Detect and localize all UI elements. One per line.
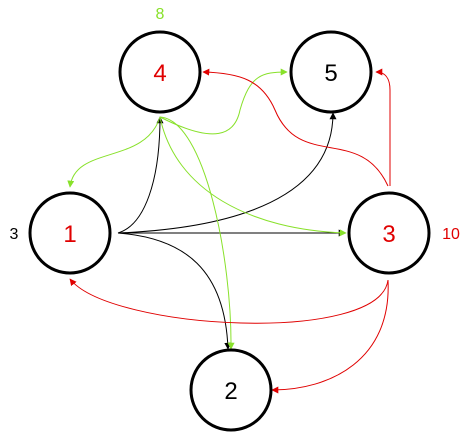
edge-1-to-2 [117, 232, 232, 350]
node-1: 1 [28, 191, 112, 275]
annotation-node-4: 8 [156, 6, 165, 23]
nodes: 4 5 1 3 2 [28, 30, 431, 432]
edge-1-to-4 [117, 116, 164, 234]
edges [67, 68, 391, 394]
node-3: 3 [347, 191, 431, 275]
edge-4-to-3 [159, 116, 347, 237]
edge-4-to-5 [159, 68, 288, 135]
node-5: 5 [289, 30, 373, 114]
edge-3-to-4 [202, 68, 389, 187]
node-label: 4 [153, 60, 166, 87]
edge-3-to-2 [271, 279, 389, 394]
edge-4-to-1 [67, 116, 161, 188]
annotation-node-3: 10 [442, 226, 460, 243]
node-label: 2 [224, 378, 237, 405]
edge-1-to-5 [117, 112, 337, 234]
node-label: 1 [63, 221, 76, 248]
annotations: 8 3 10 [10, 6, 460, 243]
node-2: 2 [189, 348, 273, 432]
node-4: 4 [118, 30, 202, 114]
annotation-node-1: 3 [10, 226, 19, 243]
edge-4-to-2 [159, 116, 235, 350]
edge-3-to-5 [375, 68, 391, 186]
node-label: 5 [324, 60, 337, 87]
edge-3-to-1 [69, 278, 389, 324]
node-label: 3 [382, 221, 395, 248]
